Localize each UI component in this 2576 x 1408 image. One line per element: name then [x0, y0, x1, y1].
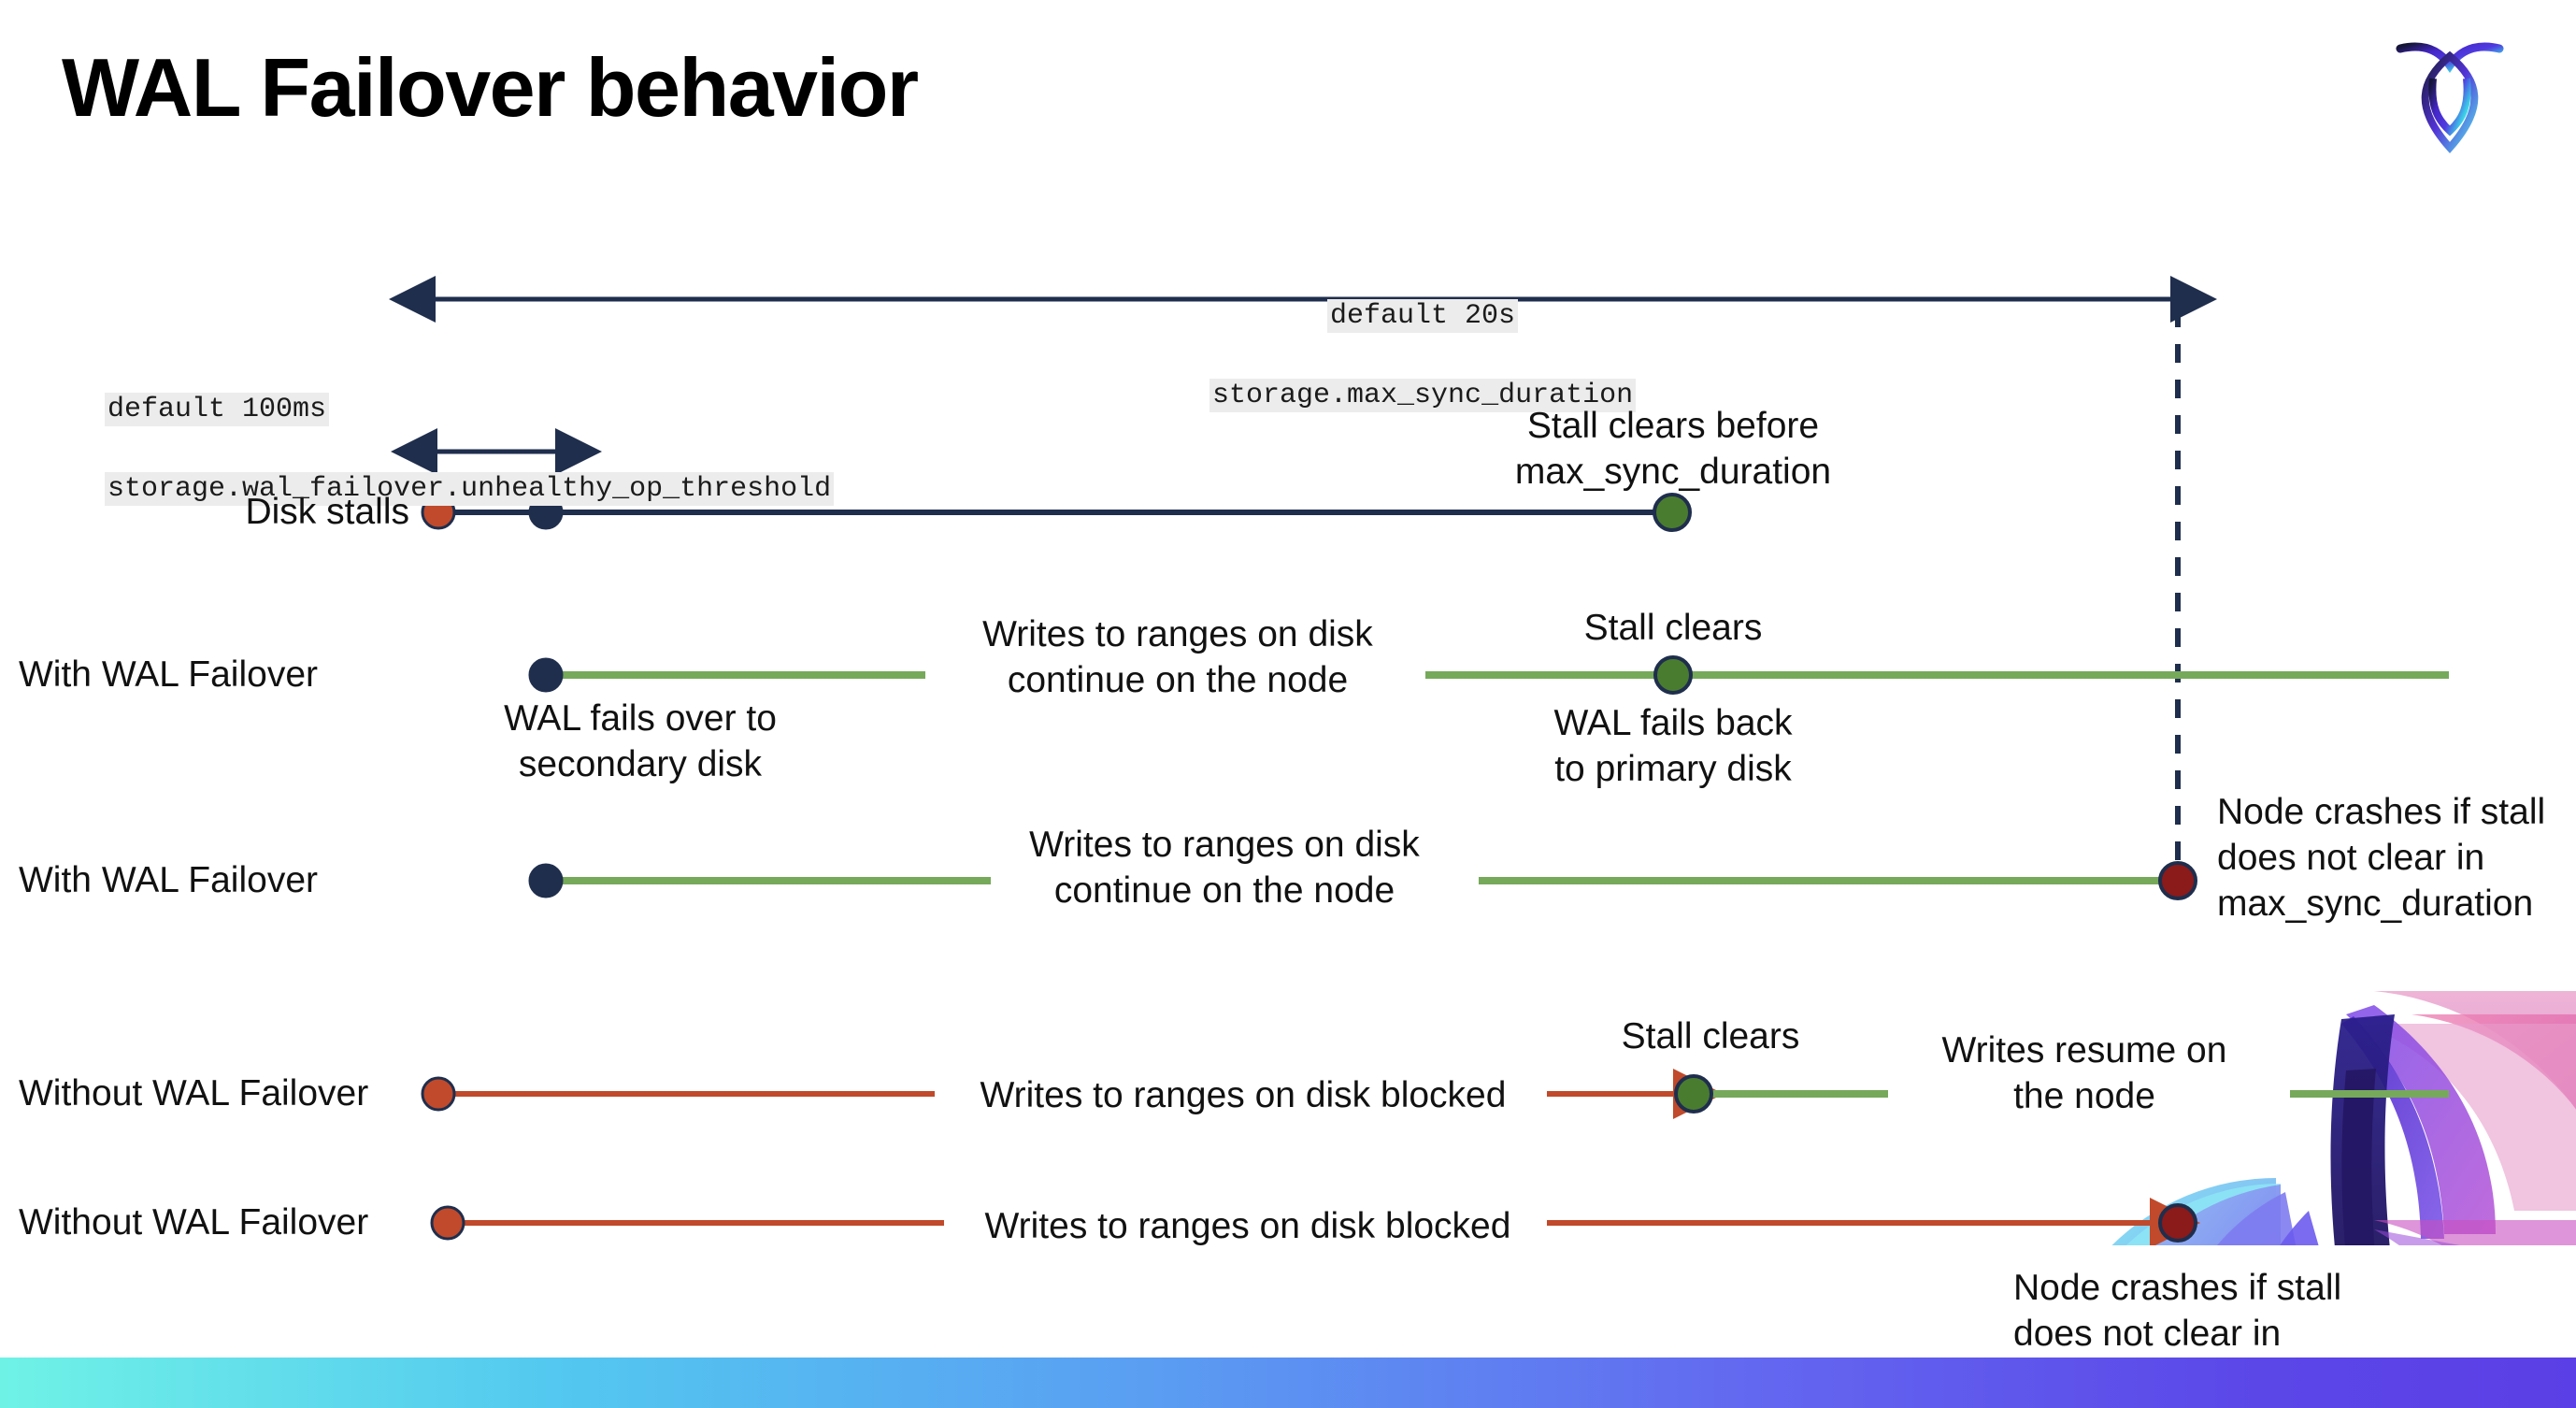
row-label-with-wal-failover-1: With WAL Failover: [19, 654, 318, 695]
unhealthy-op-threshold-annotation: default 100ms storage.wal_failover.unhea…: [37, 350, 835, 549]
cockroachdb-logo: [2389, 26, 2511, 165]
row-label-disk-stalls: Disk stalls: [245, 492, 409, 532]
max-sync-setting-label: storage.max_sync_duration: [1209, 378, 1637, 412]
page-title: WAL Failover behavior: [62, 41, 919, 134]
max-sync-default-label: default 20s: [1327, 298, 1519, 333]
unhealthy-op-default-label: default 100ms: [105, 392, 330, 426]
bottom-gradient-bar: [0, 1358, 2576, 1408]
note-writes-continue-row3: Writes to ranges on disk continue on the…: [1029, 825, 1420, 911]
row-label-without-wal-failover-2: Without WAL Failover: [19, 1202, 369, 1243]
note-stall-clears-row4: Stall clears: [1621, 1016, 1800, 1056]
note-writes-blocked-row5: Writes to ranges on disk blocked: [984, 1206, 1511, 1246]
note-writes-blocked-row4: Writes to ranges on disk blocked: [980, 1075, 1507, 1115]
note-stall-clears-row2: Stall clears: [1583, 608, 1763, 648]
row-label-without-wal-failover-1: Without WAL Failover: [19, 1073, 369, 1113]
note-wal-fails-over: WAL fails over to secondary disk: [504, 698, 777, 784]
row-label-with-wal-failover-2: With WAL Failover: [19, 860, 318, 900]
max-sync-duration-annotation: default 20s storage.max_sync_duration: [1142, 256, 1637, 455]
note-wal-fails-back: WAL fails back to primary disk: [1553, 703, 1793, 789]
unhealthy-op-setting-label: storage.wal_failover.unhealthy_op_thresh…: [105, 471, 835, 506]
note-writes-continue-row2: Writes to ranges on disk continue on the…: [982, 614, 1373, 700]
note-stall-clears-before-max-sync: Stall clears before max_sync_duration: [1514, 406, 1832, 492]
note-writes-resume: Writes resume on the node: [1941, 1030, 2227, 1116]
note-node-crashes-row3: Node crashes if stall does not clear in …: [2217, 792, 2546, 924]
